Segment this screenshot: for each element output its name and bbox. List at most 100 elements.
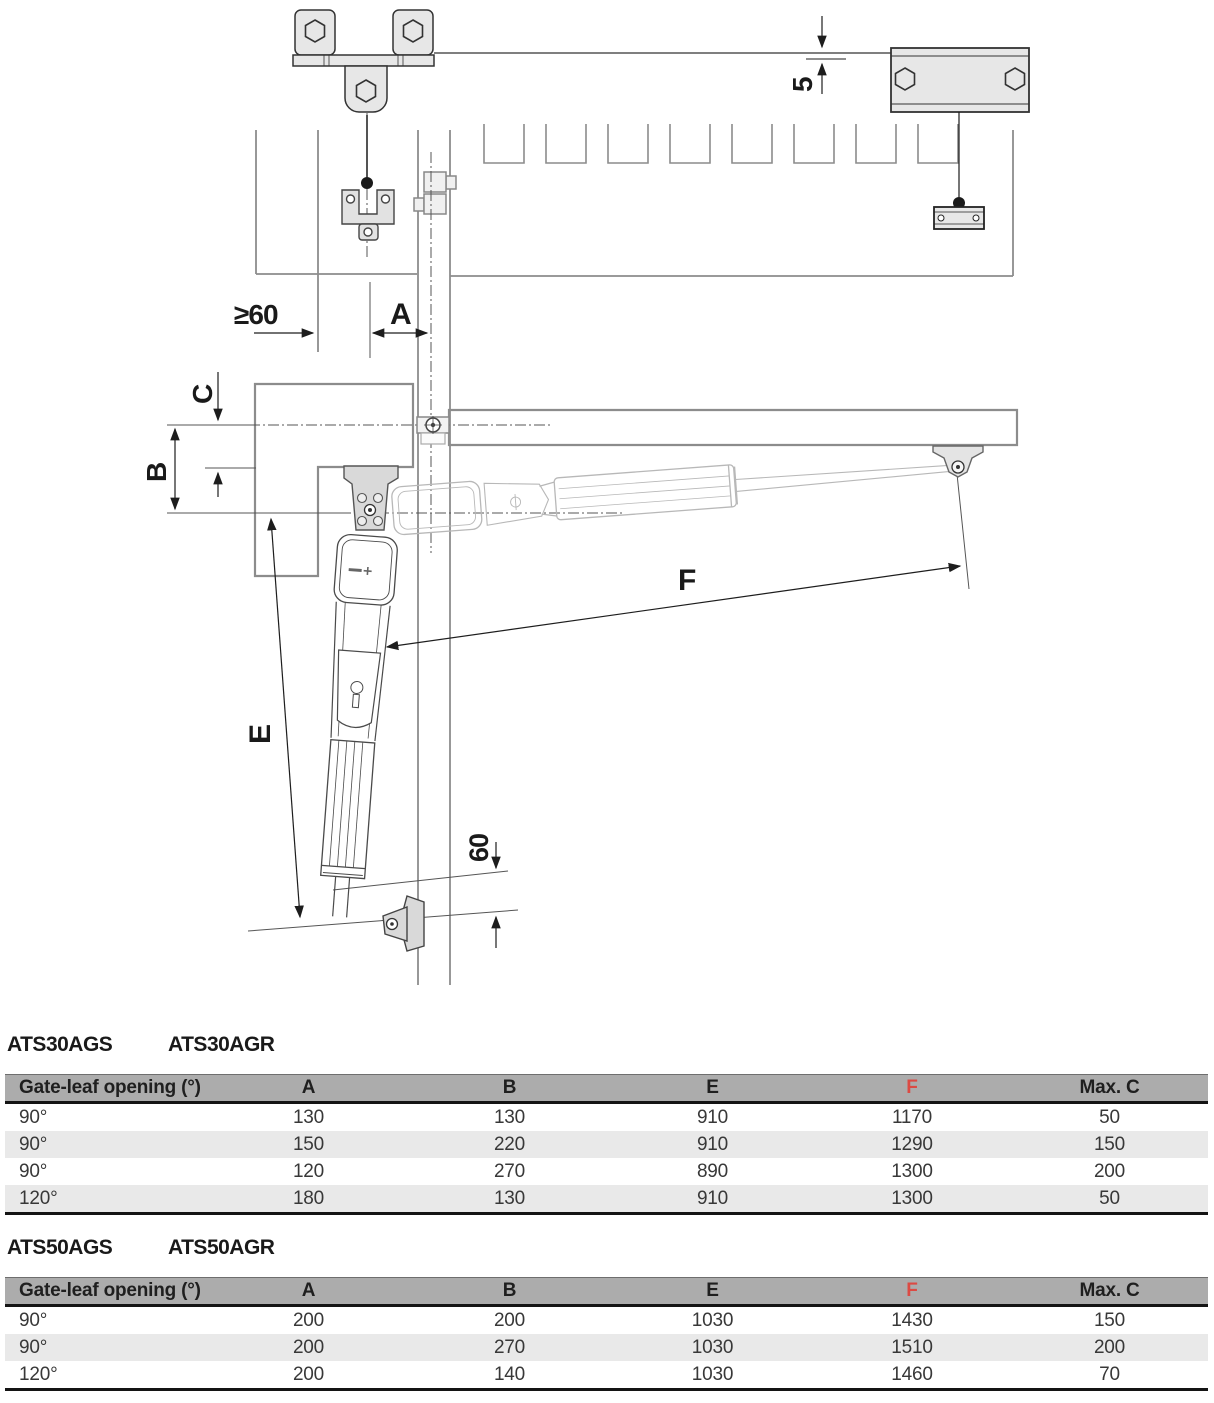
wall-bracket-front: [292, 9, 435, 113]
pivot-point-icon: [361, 177, 373, 189]
installation-diagram: ≥60 A 5 C B E F 60: [141, 9, 1030, 985]
dimension-labels: ≥60 A 5 C B E F 60: [141, 77, 818, 862]
gate-bracket-front: [341, 189, 395, 241]
column-header: B: [502, 1077, 517, 1098]
value-cell: 1290: [891, 1134, 933, 1155]
value-cell: 130: [292, 1107, 325, 1128]
value-cell: 150: [292, 1134, 325, 1155]
value-cell: 200: [292, 1310, 325, 1331]
value-cell: 1510: [891, 1337, 933, 1358]
column-header: B: [502, 1280, 517, 1301]
leader-callouts: [361, 112, 965, 209]
table-bottom-border: [5, 1212, 1208, 1215]
leaf-plate-front: [890, 47, 1030, 113]
label-60: 60: [464, 834, 494, 862]
opening-angle-cell: 90°: [19, 1134, 48, 1155]
table-row: 120° 200 140 1030 1460 70: [5, 1361, 1208, 1388]
value-cell: 270: [493, 1337, 526, 1358]
value-cell: 910: [696, 1134, 729, 1155]
column-header: Gate-leaf opening (°): [19, 1280, 201, 1301]
hinge-front: [413, 171, 457, 215]
dim-line-e: [267, 517, 304, 919]
column-header: Gate-leaf opening (°): [19, 1077, 201, 1098]
gate-structure: [253, 124, 1019, 985]
value-cell: 910: [696, 1107, 729, 1128]
opening-angle-cell: 120°: [19, 1364, 58, 1385]
operator-open-ghost: [391, 464, 954, 536]
opening-angle-cell: 90°: [19, 1337, 48, 1358]
column-header: A: [301, 1077, 316, 1098]
value-cell: 1030: [691, 1337, 734, 1358]
value-cell: 1430: [891, 1310, 933, 1331]
gate-bars: [483, 124, 959, 164]
column-header: Max. C: [1079, 1077, 1140, 1098]
table1-titles: ATS30AGS ATS30AGR: [0, 1033, 1208, 1057]
column-header: Max. C: [1079, 1280, 1140, 1301]
value-cell: 130: [493, 1107, 526, 1128]
opening-angle-cell: 90°: [19, 1107, 48, 1128]
model-title: ATS30AGR: [168, 1033, 275, 1056]
value-cell: 1030: [691, 1364, 734, 1385]
hinge-plan: [416, 416, 450, 445]
gate-plate-front: [933, 206, 985, 230]
value-cell: 1300: [891, 1161, 933, 1182]
value-cell: 200: [493, 1310, 526, 1331]
extension-lines: [167, 282, 970, 932]
label-5: 5: [787, 77, 818, 92]
column-header: F: [906, 1280, 918, 1301]
label-f: F: [678, 564, 696, 597]
value-cell: 150: [1093, 1134, 1126, 1155]
opening-angle-cell: 90°: [19, 1310, 48, 1331]
value-cell: 200: [1093, 1337, 1126, 1358]
model-title: ATS30AGS: [7, 1033, 113, 1056]
table-row: 90° 200 200 1030 1430 150: [5, 1307, 1208, 1334]
label-a: A: [390, 298, 411, 331]
opening-angle-cell: 120°: [19, 1188, 58, 1209]
dim-line-f: [385, 562, 962, 651]
label-c: C: [187, 384, 218, 404]
column-header: A: [301, 1280, 316, 1301]
dimensions: [170, 16, 962, 948]
value-cell: 70: [1099, 1364, 1120, 1385]
value-cell: 150: [1093, 1310, 1126, 1331]
hex-bolt-icon: [894, 67, 1026, 91]
value-cell: 180: [292, 1188, 325, 1209]
pivot-point-icon: [953, 197, 965, 209]
operator-closed: [319, 533, 398, 918]
hex-bolt-icon: [304, 19, 424, 103]
value-cell: 1170: [891, 1107, 933, 1128]
value-cell: 140: [493, 1364, 526, 1385]
model-title: ATS50AGR: [168, 1236, 275, 1259]
leaf-bracket-plan: [932, 445, 984, 478]
value-cell: 1030: [691, 1310, 734, 1331]
value-cell: 120: [292, 1161, 325, 1182]
value-cell: 1460: [891, 1364, 933, 1385]
value-cell: 200: [292, 1364, 325, 1385]
label-e: E: [244, 725, 277, 744]
label-b: B: [141, 463, 172, 482]
value-cell: 130: [493, 1188, 526, 1209]
value-cell: 220: [493, 1134, 526, 1155]
table-bottom-border: [5, 1388, 1208, 1391]
table-row: 90° 150 220 910 1290 150: [5, 1131, 1208, 1158]
post-bracket-plan: [343, 465, 399, 531]
table2-titles: ATS50AGS ATS50AGR: [0, 1236, 1208, 1260]
gate-leaf-plan: [447, 408, 1019, 447]
value-cell: 890: [696, 1161, 729, 1182]
value-cell: 50: [1099, 1107, 1120, 1128]
opening-angle-cell: 90°: [19, 1161, 48, 1182]
value-cell: 910: [696, 1188, 729, 1209]
label-min-clearance: ≥60: [234, 299, 278, 330]
model-title: ATS50AGS: [7, 1236, 113, 1259]
value-cell: 50: [1099, 1188, 1120, 1209]
pillar-plan: [253, 382, 415, 578]
column-header: E: [706, 1077, 719, 1098]
